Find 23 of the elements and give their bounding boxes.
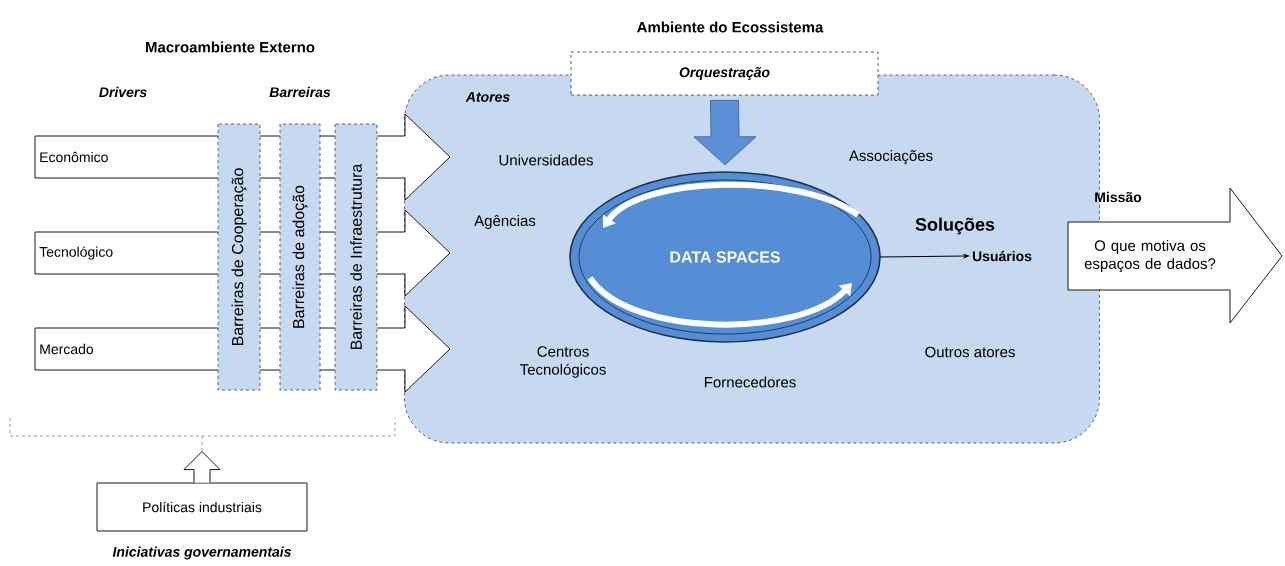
actor-label: Associações bbox=[848, 150, 933, 165]
arrow bbox=[879, 254, 969, 259]
block-arrow bbox=[183, 451, 221, 483]
group-label: Atores bbox=[465, 92, 510, 102]
region-heading: Ambiente do Ecossistema bbox=[637, 21, 824, 33]
actor-label: Usuários bbox=[972, 250, 1032, 262]
actor-label: Centros Tecnológicos bbox=[520, 346, 606, 378]
actor-label: Outros atores bbox=[925, 346, 1015, 358]
actor-label: Fornecedores bbox=[704, 376, 796, 388]
column-heading: Barreiras bbox=[269, 86, 331, 98]
block-arrow bbox=[693, 99, 757, 166]
policy-box: Políticas industriais bbox=[96, 482, 308, 532]
actor-label: Universidades bbox=[499, 154, 593, 166]
orchestration-box: Orquestração bbox=[570, 51, 879, 96]
actor-label: Agências bbox=[474, 215, 536, 229]
node-label: Iniciativas governamentais bbox=[112, 546, 291, 560]
arrow-heading: Missão bbox=[1095, 191, 1142, 203]
barrier-box: Barreiras de Cooperação bbox=[217, 123, 261, 391]
barrier-box: Barreiras de Infraestrutura bbox=[334, 123, 378, 391]
column-heading: Drivers bbox=[99, 86, 147, 98]
section-heading: Macroambiente Externo bbox=[146, 41, 315, 53]
solutions-label: Soluções bbox=[915, 217, 995, 235]
barrier-box: Barreiras de adoção bbox=[279, 123, 321, 391]
